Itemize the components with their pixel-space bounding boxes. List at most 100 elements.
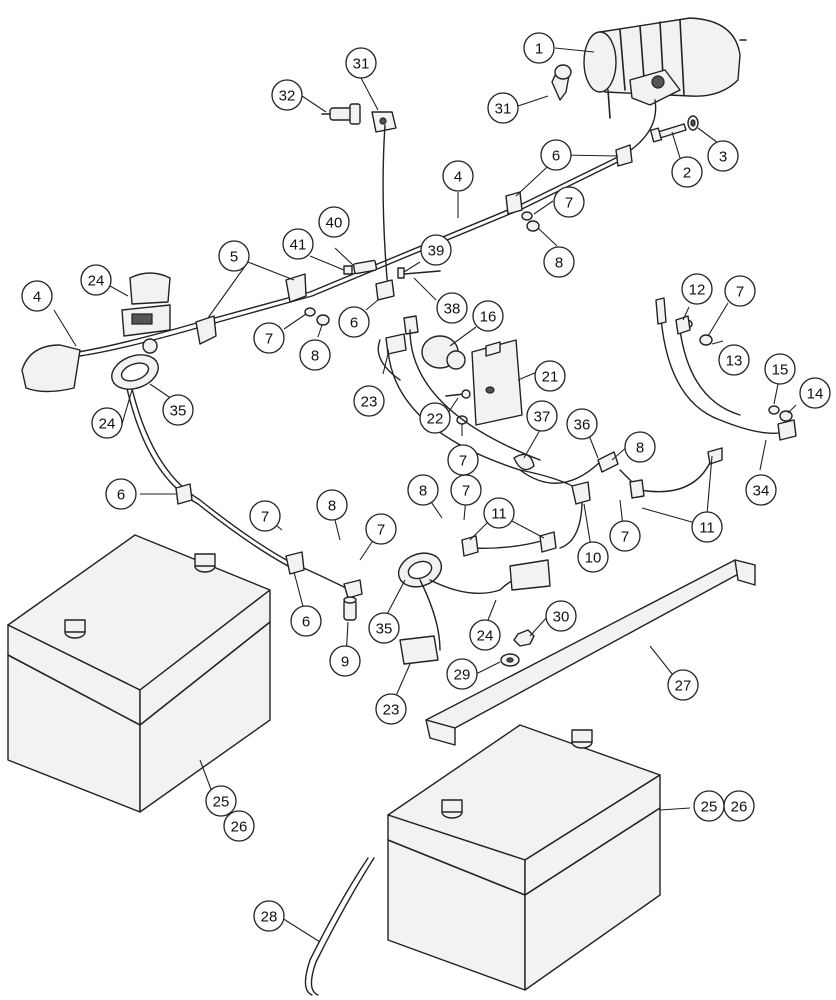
harness-clamps bbox=[195, 144, 633, 345]
callout-28: 28 bbox=[253, 900, 285, 932]
callout-circle bbox=[365, 513, 397, 545]
callout-number: 38 bbox=[444, 301, 461, 318]
callout-38: 38 bbox=[436, 292, 468, 324]
callout-number: 40 bbox=[326, 215, 343, 232]
callout-5: 5 bbox=[218, 240, 250, 272]
callout-circle bbox=[299, 339, 331, 371]
callout-circle bbox=[316, 489, 348, 521]
callout-9: 9 bbox=[329, 645, 361, 677]
callout-circle bbox=[545, 600, 577, 632]
callout-circle bbox=[442, 160, 474, 192]
callout-circle bbox=[609, 520, 641, 552]
callout-circle bbox=[282, 228, 314, 260]
callout-number: 5 bbox=[230, 249, 238, 266]
callout-16: 16 bbox=[472, 300, 504, 332]
callout-circle bbox=[162, 394, 194, 426]
callout-circle bbox=[271, 79, 303, 111]
callout-circle bbox=[368, 612, 400, 644]
callout-circle bbox=[799, 377, 831, 409]
callout-number: 16 bbox=[480, 309, 497, 326]
callout-number: 39 bbox=[428, 243, 445, 260]
callout-number: 7 bbox=[565, 195, 573, 212]
callout-number: 15 bbox=[772, 362, 789, 379]
callout-number: 34 bbox=[753, 483, 770, 500]
callout-21: 21 bbox=[534, 360, 566, 392]
bolt bbox=[649, 123, 687, 143]
callout-circle bbox=[624, 431, 656, 463]
callout-35: 35 bbox=[368, 612, 400, 644]
callout-circle bbox=[419, 402, 451, 434]
callout-circle bbox=[80, 264, 112, 296]
callout-number: 11 bbox=[491, 506, 507, 523]
callout-8: 8 bbox=[316, 489, 348, 521]
callout-circle bbox=[667, 669, 699, 701]
solenoid bbox=[385, 315, 466, 370]
callout-number: 23 bbox=[361, 394, 378, 411]
callout-number: 4 bbox=[454, 169, 462, 186]
callout-number: 36 bbox=[574, 417, 591, 434]
callout-number: 7 bbox=[736, 284, 744, 301]
callout-circle bbox=[375, 693, 407, 725]
callout-29: 29 bbox=[446, 658, 478, 690]
callout-circle bbox=[353, 385, 385, 417]
callout-circle bbox=[483, 497, 515, 529]
callout-number: 31 bbox=[353, 56, 370, 73]
callout-7: 7 bbox=[609, 520, 641, 552]
callout-number: 37 bbox=[534, 409, 551, 426]
callout-circle bbox=[523, 32, 555, 64]
callout-number: 3 bbox=[719, 149, 727, 166]
callout-number: 6 bbox=[117, 487, 125, 504]
callout-7: 7 bbox=[724, 275, 756, 307]
callout-number: 7 bbox=[261, 509, 269, 526]
battery-cable-right bbox=[655, 297, 797, 441]
callout-3: 3 bbox=[707, 140, 739, 172]
callout-circle bbox=[723, 790, 755, 822]
callout-37: 37 bbox=[526, 400, 558, 432]
callout-number: 13 bbox=[726, 353, 743, 370]
callout-number: 24 bbox=[99, 416, 116, 433]
callout-circle bbox=[469, 619, 501, 651]
callout-8: 8 bbox=[543, 246, 575, 278]
callout-number: 6 bbox=[350, 315, 358, 332]
vent-tube bbox=[304, 857, 375, 996]
mounting-bracket bbox=[471, 339, 523, 426]
callout-number: 8 bbox=[328, 498, 336, 515]
callout-7: 7 bbox=[450, 474, 482, 506]
callout-circle bbox=[681, 273, 713, 305]
callout-number: 7 bbox=[377, 522, 385, 539]
callout-circle bbox=[249, 500, 281, 532]
callout-7: 7 bbox=[553, 186, 585, 218]
callout-circle bbox=[420, 234, 452, 266]
callout-circle bbox=[534, 360, 566, 392]
callout-number: 2 bbox=[683, 165, 691, 182]
callout-25: 25 bbox=[693, 790, 725, 822]
callout-number: 35 bbox=[170, 403, 187, 420]
callout-26: 26 bbox=[223, 810, 255, 842]
callout-circle bbox=[290, 605, 322, 637]
callout-number: 24 bbox=[477, 628, 494, 645]
callout-number: 41 bbox=[290, 237, 307, 254]
callout-number: 25 bbox=[213, 794, 230, 811]
callout-number: 6 bbox=[552, 148, 560, 165]
callout-circle bbox=[566, 408, 598, 440]
callout-number: 32 bbox=[279, 88, 296, 105]
callout-circle bbox=[707, 140, 739, 172]
callout-circle bbox=[253, 322, 285, 354]
callout-circle bbox=[577, 541, 609, 573]
callout-circle bbox=[436, 292, 468, 324]
callout-number: 12 bbox=[689, 282, 706, 299]
callout-circle bbox=[223, 810, 255, 842]
callout-2: 2 bbox=[671, 156, 703, 188]
disconnect-switch bbox=[121, 272, 171, 354]
battery-left bbox=[7, 534, 271, 813]
callout-number: 8 bbox=[555, 255, 563, 272]
callout-6: 6 bbox=[290, 605, 322, 637]
callout-24: 24 bbox=[91, 407, 123, 439]
callout-23: 23 bbox=[375, 693, 407, 725]
callout-number: 1 bbox=[535, 41, 543, 58]
callout-24: 24 bbox=[80, 264, 112, 296]
callout-7: 7 bbox=[249, 500, 281, 532]
callout-circle bbox=[253, 900, 285, 932]
callout-number: 10 bbox=[585, 550, 602, 567]
